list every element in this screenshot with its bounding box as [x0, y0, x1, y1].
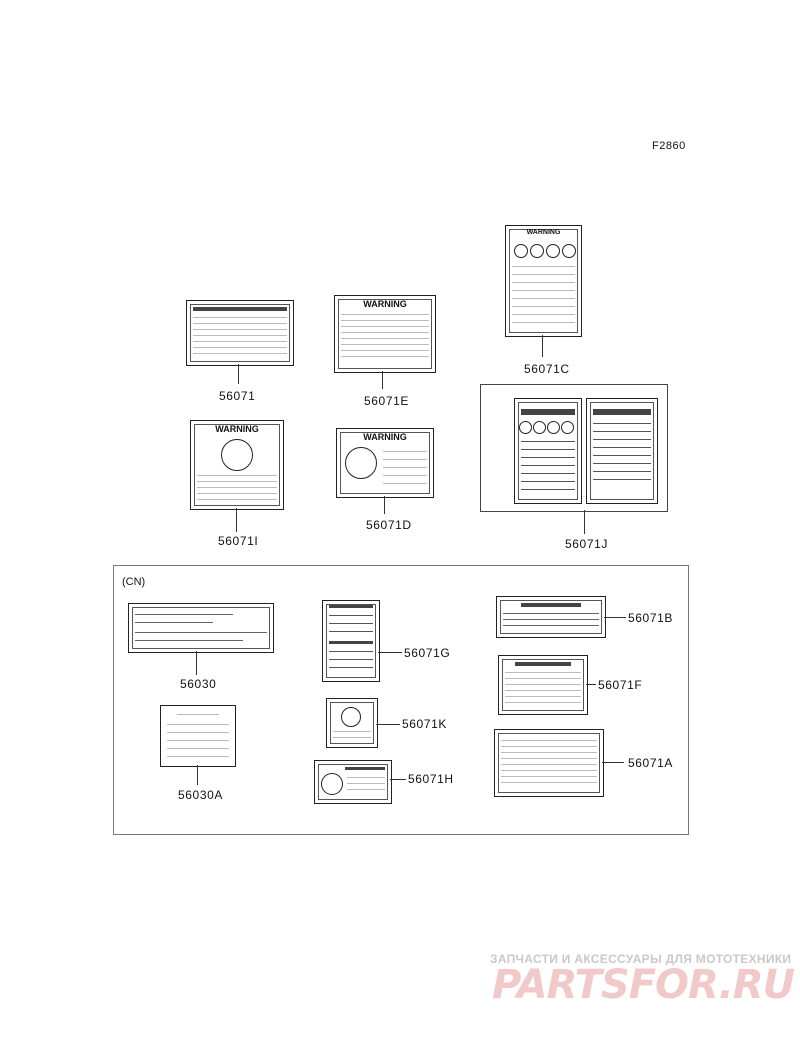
no-passenger-icon — [321, 773, 343, 795]
decal-56071J-right[interactable] — [586, 398, 658, 504]
part-number-56071F[interactable]: 56071F — [598, 678, 643, 692]
part-number-56071E[interactable]: 56071E — [364, 394, 409, 408]
part-number-56030A[interactable]: 56030A — [178, 788, 223, 802]
part-number-56071J[interactable]: 56071J — [565, 537, 608, 551]
pictogram-icon — [514, 244, 528, 258]
decal-56071H[interactable] — [314, 760, 392, 804]
no-rider-icon — [341, 707, 361, 727]
decal-56071C[interactable]: WARNING — [505, 225, 582, 337]
no-rider-icon — [221, 439, 253, 471]
part-number-56071I[interactable]: 56071I — [218, 534, 259, 548]
pictogram-icon — [547, 421, 560, 434]
watermark-logo: PARTSFOR.RU — [492, 962, 795, 1008]
part-number-56071C[interactable]: 56071C — [524, 362, 570, 376]
decal-56071[interactable] — [186, 300, 294, 366]
warning-header-c: WARNING — [526, 229, 561, 236]
decal-56071J-left[interactable] — [514, 398, 582, 504]
decal-56071G[interactable] — [322, 600, 380, 682]
decal-56030A[interactable] — [160, 705, 236, 767]
warning-header-d: WARNING — [363, 432, 407, 442]
decal-56071A[interactable] — [494, 729, 604, 797]
part-number-56071D[interactable]: 56071D — [366, 518, 412, 532]
leader-56071B — [604, 617, 626, 618]
decal-56071E[interactable]: WARNING — [334, 295, 436, 373]
pictogram-icon — [561, 421, 574, 434]
pictogram-icon — [530, 244, 544, 258]
warning-header-i: WARNING — [215, 424, 259, 434]
part-number-56071B[interactable]: 56071B — [628, 611, 673, 625]
watermark-tagline: ЗАПЧАСТИ И АКСЕССУАРЫ ДЛЯ МОТОТЕХНИКИ — [490, 952, 792, 966]
no-passenger-icon — [345, 447, 377, 479]
part-number-56071[interactable]: 56071 — [219, 389, 256, 403]
leader-56071 — [238, 364, 239, 384]
leader-56030 — [196, 651, 197, 675]
decal-56071I[interactable]: WARNING — [190, 420, 284, 510]
leader-56071K — [376, 724, 400, 725]
leader-56071H — [390, 779, 406, 780]
cn-region-frame — [113, 565, 689, 835]
part-number-56071A[interactable]: 56071A — [628, 756, 673, 770]
part-number-56030[interactable]: 56030 — [180, 677, 217, 691]
leader-56071A — [602, 762, 624, 763]
leader-56071G — [378, 652, 402, 653]
pictogram-icon — [519, 421, 532, 434]
part-number-56071G[interactable]: 56071G — [404, 646, 451, 660]
leader-56071C — [542, 335, 543, 357]
pictogram-icon — [546, 244, 560, 258]
figure-code: F2860 — [652, 140, 686, 152]
warning-header: WARNING — [363, 299, 407, 309]
leader-56071I — [236, 508, 237, 532]
decal-56071F[interactable] — [498, 655, 588, 715]
pictogram-icon — [533, 421, 546, 434]
pictogram-icon — [562, 244, 576, 258]
decal-56030[interactable] — [128, 603, 274, 653]
leader-56030A — [197, 765, 198, 785]
decal-56071D[interactable]: WARNING — [336, 428, 434, 498]
leader-56071J — [584, 510, 585, 534]
decal-56071K[interactable] — [326, 698, 378, 748]
cn-region-tag: (CN) — [122, 576, 146, 588]
decal-group-56071J — [480, 384, 668, 512]
leader-56071E — [382, 371, 383, 389]
leader-56071F — [586, 684, 596, 685]
decal-56071B[interactable] — [496, 596, 606, 638]
part-number-56071H[interactable]: 56071H — [408, 772, 454, 786]
leader-56071D — [384, 496, 385, 514]
part-number-56071K[interactable]: 56071K — [402, 717, 447, 731]
